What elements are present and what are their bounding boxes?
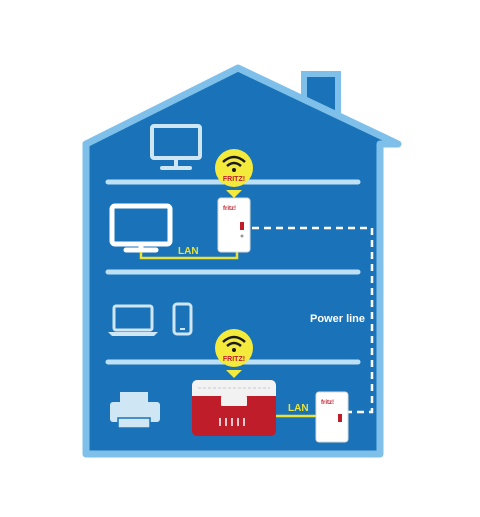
powerline-adapter-icon: fritz! — [315, 391, 349, 443]
powerline-adapter-icon: fritz! — [217, 197, 251, 253]
house — [82, 64, 402, 458]
badge-label-bottom: FRITZ! — [223, 356, 245, 363]
wifi-badge-icon: FRITZ! — [215, 149, 253, 198]
lan-label-bottom: LAN — [288, 403, 309, 414]
power-line-label: Power line — [310, 313, 365, 325]
house-body — [82, 64, 402, 458]
monitor-icon — [150, 124, 202, 170]
badge-label-top: FRITZ! — [223, 176, 245, 183]
smartphone-icon — [172, 302, 193, 336]
lan-label-top: LAN — [178, 246, 199, 257]
powerline-route — [252, 226, 374, 414]
printer-icon — [110, 392, 160, 429]
adapter-brand-label: fritz! — [223, 206, 236, 212]
lan-cable-top — [139, 252, 239, 260]
router-icon — [192, 380, 276, 436]
adapter-brand-label: fritz! — [321, 400, 334, 406]
laptop-icon — [108, 304, 158, 336]
tv-icon — [109, 203, 173, 253]
wifi-badge-icon: FRITZ! — [215, 329, 253, 378]
